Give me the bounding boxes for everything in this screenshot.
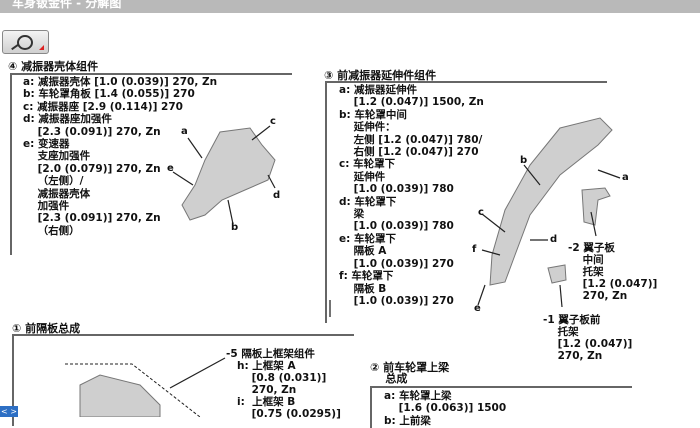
callout-c: c [478, 207, 484, 218]
callout-d: d [273, 190, 281, 201]
section3-box [325, 81, 607, 323]
callout-c: c [270, 116, 276, 127]
title-text: 车身钣金件 - 分解图 [12, 0, 122, 10]
diagram-illustrations [65, 117, 621, 417]
section2-parts-list: a: 车轮罩上梁 [1.6 (0.063)] 1500 b: 上前梁 [384, 390, 507, 427]
shock-housing-part [181, 127, 276, 221]
section4-title: ④ 减振器壳体组件 [8, 60, 99, 73]
callout-e: e [474, 303, 481, 314]
fender-bracket-1 [547, 264, 567, 284]
nav-toggle-button[interactable]: < > [0, 406, 18, 417]
callout-a: a [181, 126, 188, 137]
section3-parts-list: a: 减振器延伸件 [1.2 (0.047)] 1500, Zn b: 车轮罩中… [339, 84, 484, 307]
zoom-button[interactable] [2, 30, 49, 54]
callout-b: b [231, 222, 239, 233]
magnifier-icon [17, 35, 33, 50]
section4-parts-list: a: 减振器壳体 [1.0 (0.039)] 270, Zn b: 车轮罩角板 … [23, 76, 218, 237]
callout-f: f [472, 244, 477, 255]
section3-title: ③ 前减振器延伸件组件 [324, 69, 437, 82]
callout-e: e [167, 163, 174, 174]
fender-middle-bracket-note: -2 翼子板 中间 托架 [1.2 (0.047)] 270, Zn [568, 242, 658, 302]
callout-a: a [622, 172, 629, 183]
section4-box [10, 73, 292, 255]
callout-d: d [550, 234, 558, 245]
callout-b: b [520, 155, 528, 166]
fender-bracket-2 [581, 187, 611, 226]
wheelhouse-extension-part [489, 117, 613, 286]
section1-box [12, 334, 354, 426]
section1-title: ① 前隔板总成 [12, 322, 81, 335]
section2-title: ② 前车轮罩上梁 总成 [370, 361, 450, 385]
section2-box [370, 386, 632, 428]
corner-indicator-icon [39, 45, 44, 50]
fender-front-bracket-note: -1 翼子板前 托架 [1.2 (0.047)] 270, Zn [543, 314, 633, 362]
title-bar: 车身钣金件 - 分解图 [0, 0, 700, 13]
upper-frame-note: -5 隔板上框架组件 h: 上框架 A [0.8 (0.031)] 270, Z… [226, 348, 341, 420]
bulkhead-part [79, 374, 161, 417]
